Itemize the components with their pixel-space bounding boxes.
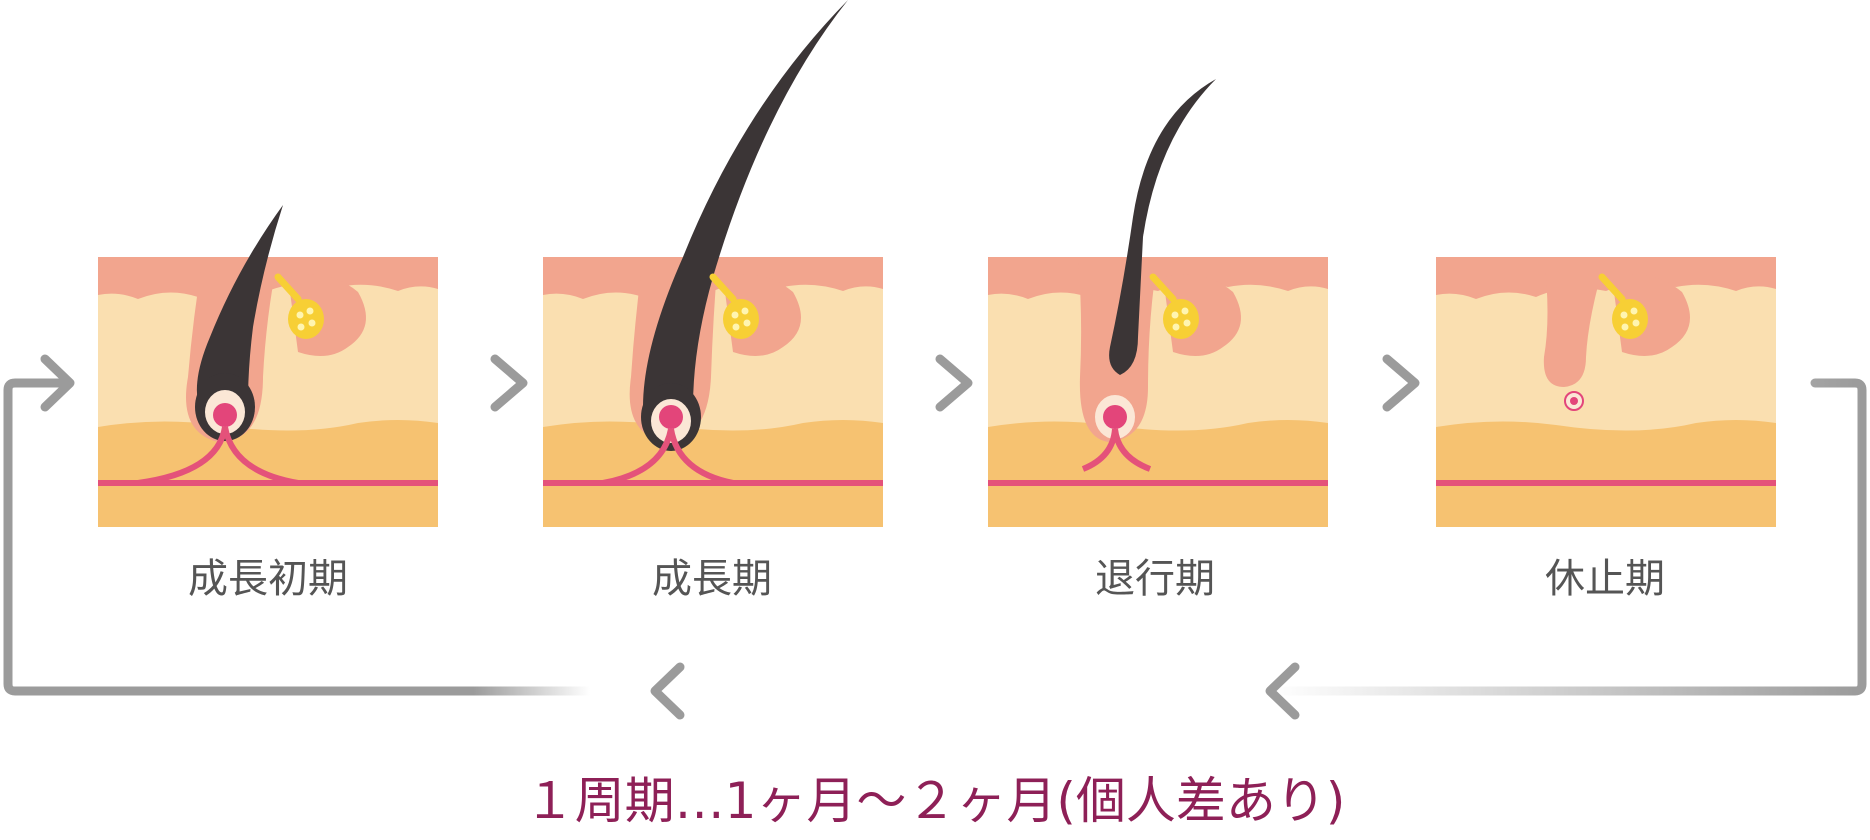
arrow-stage-1-to-2 [450, 354, 530, 412]
cycle-duration-note: １周期…1ヶ月〜２ヶ月(個人差あり) [525, 772, 1346, 830]
cycle-return-arrow [3, 354, 1867, 720]
stage-anagen [543, 0, 883, 527]
stage-label-telogen: 休止期 [1545, 556, 1665, 602]
stage-label-anagen: 成長期 [652, 556, 772, 602]
arrow-stage-3-to-4 [1342, 354, 1422, 412]
stage-label-early-growth: 成長初期 [188, 556, 348, 602]
stage-early-growth [98, 205, 438, 527]
stage-label-catagen: 退行期 [1095, 556, 1215, 602]
stage-catagen [988, 79, 1328, 527]
stage-telogen [1436, 257, 1776, 527]
arrow-stage-2-to-3 [895, 354, 975, 412]
